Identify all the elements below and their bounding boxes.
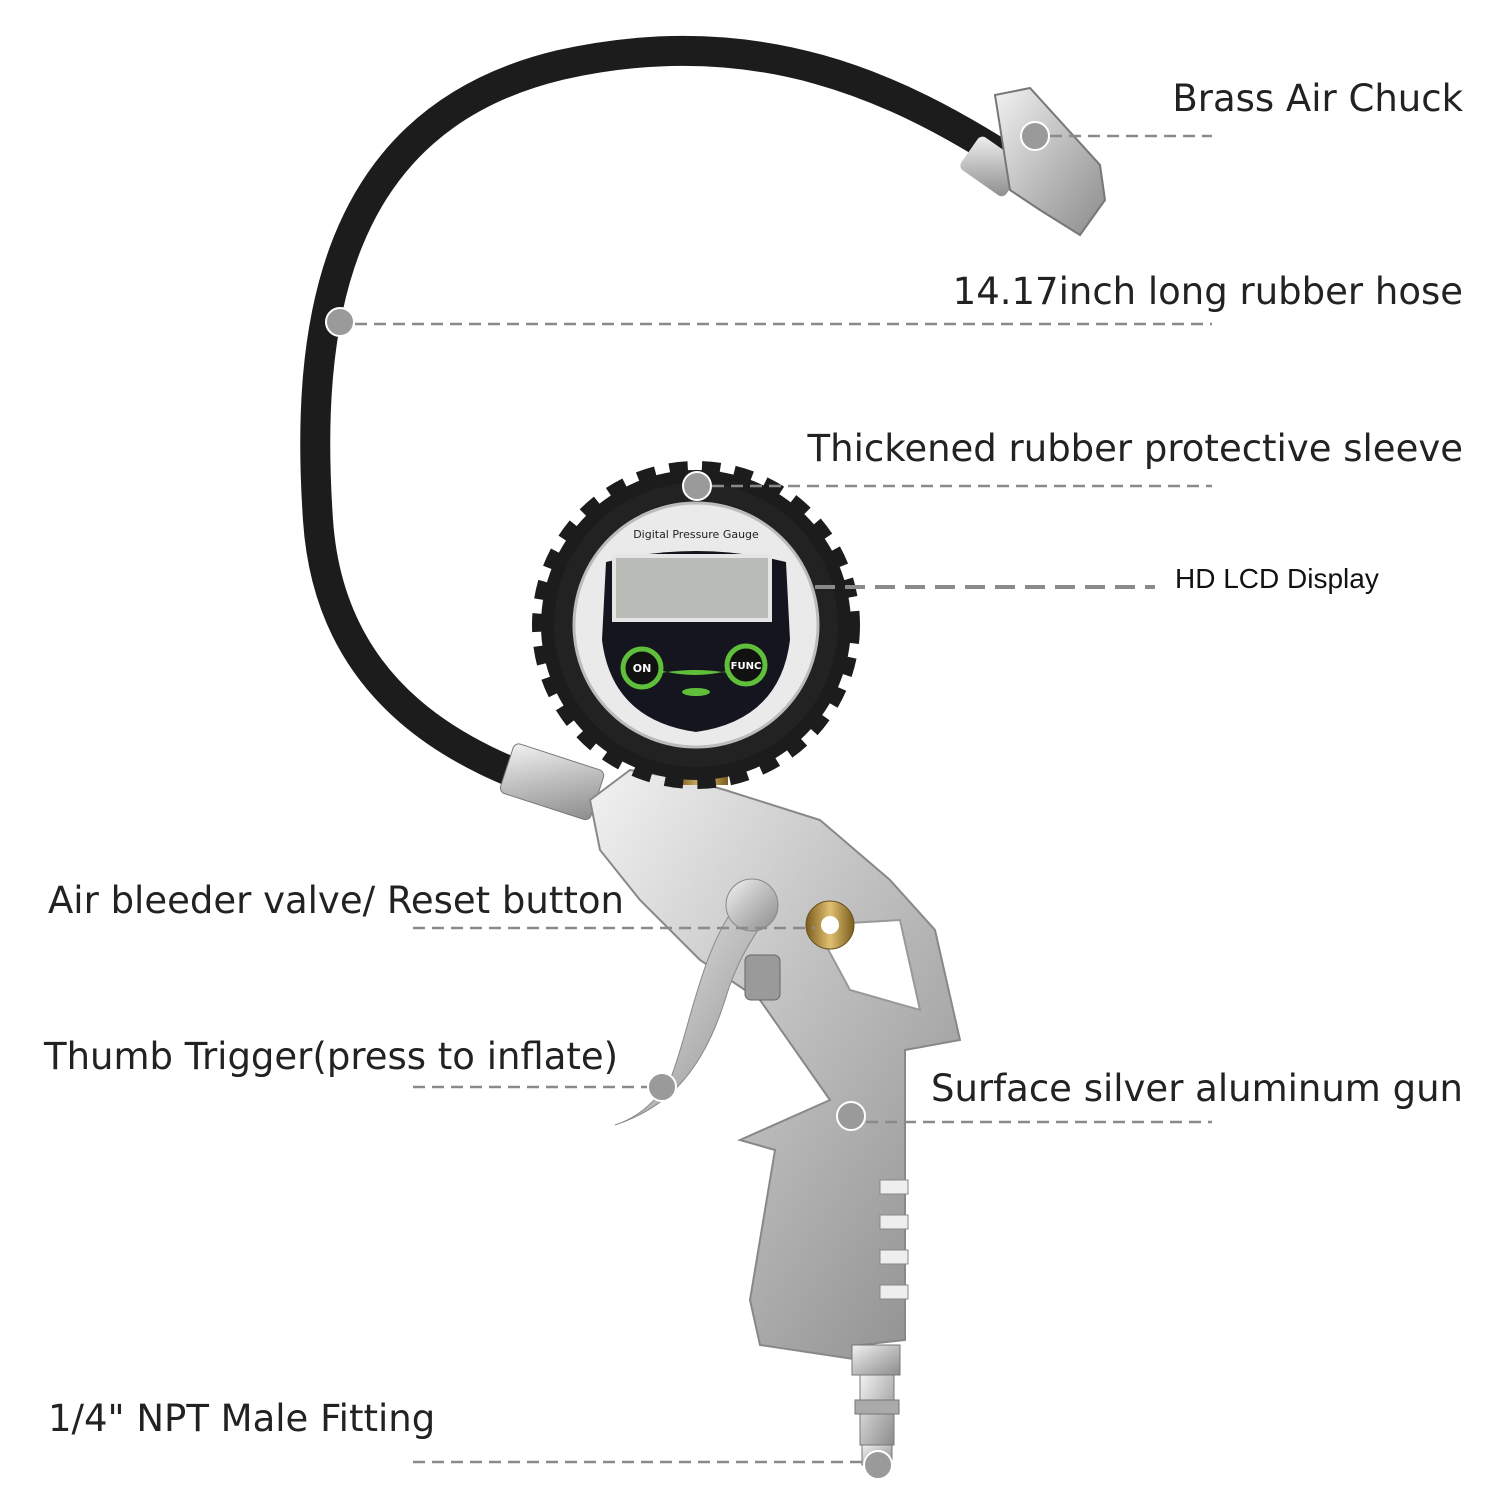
callout-dots <box>325 121 1050 1480</box>
label-brass-air-chuck: Brass Air Chuck <box>1172 77 1463 120</box>
svg-text:ON: ON <box>633 662 652 675</box>
label-bleeder-valve: Air bleeder valve/ Reset button <box>48 879 624 922</box>
aluminum-gun-body <box>588 768 962 1362</box>
label-thumb-trigger: Thumb Trigger(press to inflate) <box>44 1035 619 1078</box>
label-protective-sleeve: Thickened rubber protective sleeve <box>807 427 1463 470</box>
leader-lines <box>355 134 1212 1464</box>
svg-text:FUNC: FUNC <box>731 661 762 672</box>
rubber-hose <box>300 35 1025 805</box>
func-button[interactable]: FUNC <box>724 643 768 687</box>
brass-air-chuck <box>960 86 1107 237</box>
lcd-screen <box>612 554 772 622</box>
npt-male-fitting <box>851 1344 901 1466</box>
on-button[interactable]: ON <box>620 646 664 690</box>
air-bleeder-valve <box>805 900 855 950</box>
label-npt-fitting: 1/4" NPT Male Fitting <box>48 1397 436 1440</box>
label-aluminum-gun: Surface silver aluminum gun <box>930 1067 1463 1110</box>
gauge-title: Digital Pressure Gauge <box>633 528 759 541</box>
label-rubber-hose: 14.17inch long rubber hose <box>952 270 1463 313</box>
digital-pressure-gauge: ON FUNC <box>532 461 860 789</box>
hose-ferrule <box>499 743 605 821</box>
thumb-trigger <box>614 878 781 1126</box>
label-lcd-display: HD LCD Display <box>1175 563 1379 594</box>
